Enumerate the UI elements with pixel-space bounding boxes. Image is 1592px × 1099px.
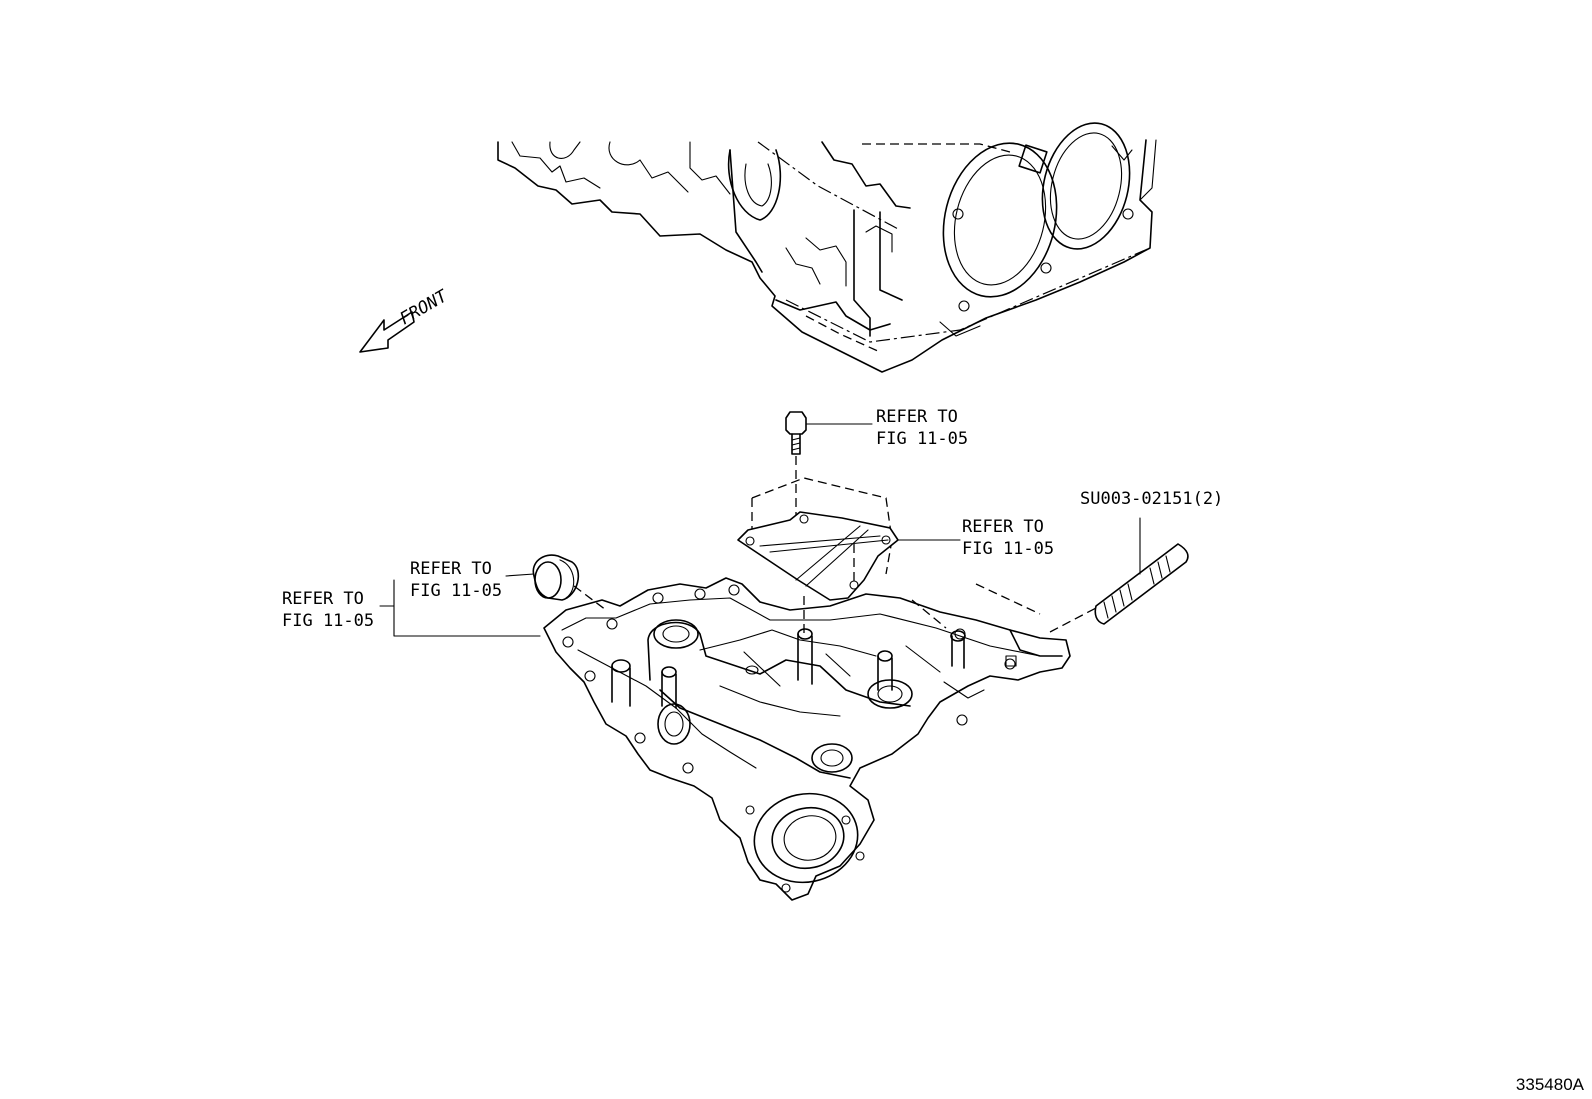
- callout-baffle-plate-line1: REFER TO: [962, 517, 1044, 537]
- callout-baffle-plate: REFER TO FIG 11-05: [962, 517, 1054, 559]
- bolt-drawing: [785, 411, 873, 516]
- callout-oil-pan-line1: REFER TO: [282, 589, 364, 609]
- drain-plug-drawing: [505, 554, 607, 611]
- engine-block-drawing: [497, 122, 1157, 373]
- callout-oil-pan-line2: FIG 11-05: [282, 611, 374, 631]
- callout-bolt: REFER TO FIG 11-05: [876, 407, 968, 449]
- callout-bolt-line2: FIG 11-05: [876, 429, 968, 449]
- callout-plug-line2: FIG 11-05: [410, 581, 502, 601]
- leader-lines: [379, 579, 541, 637]
- front-direction-arrow: FRONT: [359, 286, 453, 353]
- stud-part-number: SU003-02151(2): [1080, 489, 1223, 509]
- callout-plug-line1: REFER TO: [410, 559, 492, 579]
- oil-pan-drawing: [543, 577, 1071, 901]
- front-label: FRONT: [397, 286, 453, 330]
- figure-id: 335480A: [1516, 1075, 1585, 1094]
- callout-oil-pan: REFER TO FIG 11-05: [282, 589, 374, 631]
- stud-drawing: [1049, 517, 1189, 633]
- callout-bolt-line1: REFER TO: [876, 407, 958, 427]
- callout-plug: REFER TO FIG 11-05: [410, 559, 502, 601]
- baffle-plate-drawing: [737, 477, 961, 638]
- callout-baffle-plate-line2: FIG 11-05: [962, 539, 1054, 559]
